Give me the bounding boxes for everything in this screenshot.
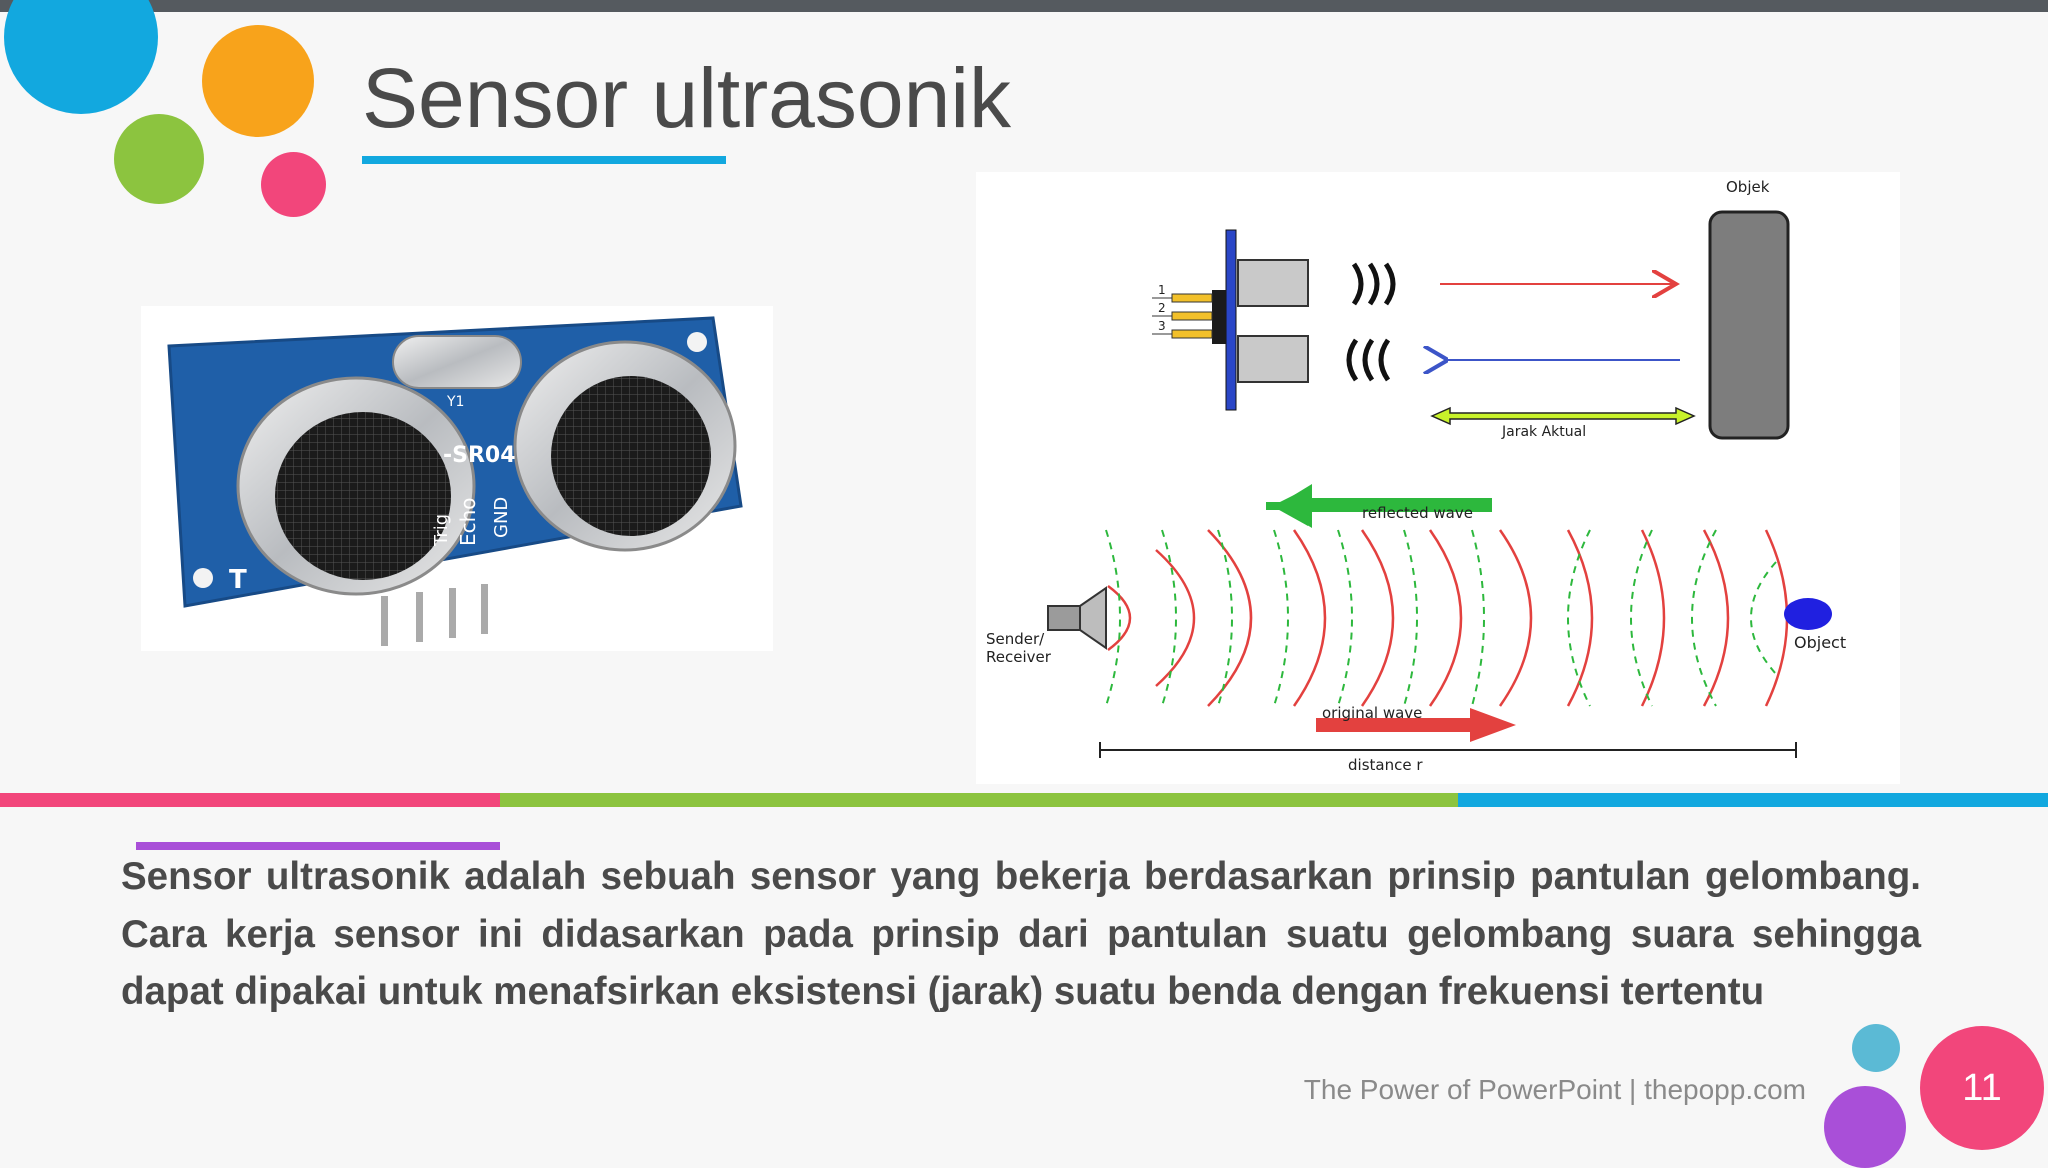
band-pink: [0, 793, 500, 807]
object-label: Object: [1794, 633, 1846, 652]
ultrasonic-sensor-photo: -SR04 Y1 T J1 Trig Echo GND: [141, 306, 773, 651]
decor-circle-blue: [4, 0, 158, 114]
j1-label: J1: [550, 544, 564, 560]
page-number-badge: 11: [1920, 1026, 2044, 1150]
distance-label: distance r: [1348, 756, 1423, 774]
t-label: T: [229, 565, 247, 595]
decor-circle-lightblue: [1852, 1024, 1900, 1072]
slide-title: Sensor ultrasonik: [362, 51, 1011, 145]
band-green: [500, 793, 1458, 807]
top-bar: [0, 0, 2048, 12]
footer-credit: The Power of PowerPoint | thepopp.com: [1303, 1074, 1806, 1105]
description-paragraph: Sensor ultrasonik adalah sebuah sensor y…: [121, 855, 1921, 1013]
decor-circle-orange: [202, 25, 314, 137]
band-blue: [1458, 793, 2048, 807]
original-wave-label: original wave: [1322, 704, 1422, 722]
wave-diagram: reflected wave Sender/ Receiver: [986, 484, 1846, 774]
objek-label: Objek: [1726, 178, 1770, 196]
ultrasonic-principle-diagram: 1 2 3 Jarak Aktual Objek: [976, 172, 1900, 784]
pin-label-gnd: GND: [491, 497, 512, 538]
pin-number-1: 1: [1158, 283, 1166, 297]
pin-label-trig: Trig: [431, 514, 452, 547]
reflected-wave-label: reflected wave: [1362, 504, 1473, 522]
decor-circle-purple: [1824, 1086, 1906, 1168]
pin-number-2: 2: [1158, 301, 1166, 315]
pin-label-echo: Echo: [456, 497, 480, 546]
title-underline: [362, 156, 726, 164]
decor-circle-pink: [261, 152, 326, 217]
paragraph-accent-line: [136, 842, 500, 850]
jarak-label: Jarak Aktual: [1501, 424, 1586, 440]
sender-label-line2: Receiver: [986, 648, 1052, 666]
sensor-schematic: 1 2 3 Jarak Aktual Objek: [1152, 178, 1790, 440]
module-label: -SR04: [443, 443, 516, 468]
decor-circle-green: [114, 114, 204, 204]
sender-label-line1: Sender/: [986, 630, 1045, 648]
pin-number-3: 3: [1158, 319, 1166, 333]
crystal-label: Y1: [446, 394, 464, 410]
